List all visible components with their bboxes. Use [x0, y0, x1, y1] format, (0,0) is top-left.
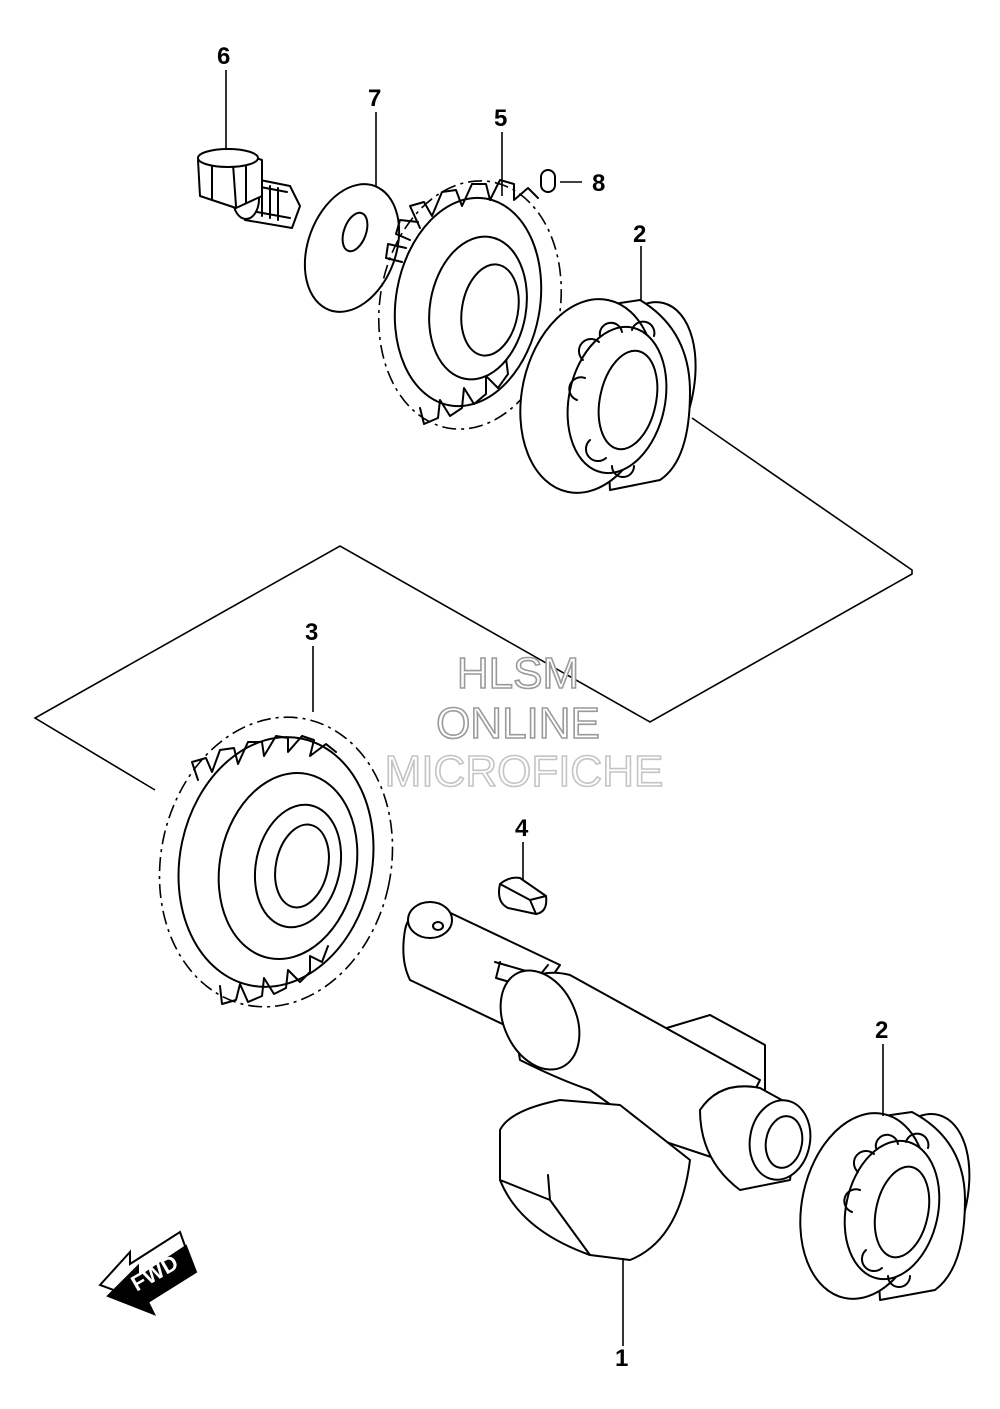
callout-6: 6 — [217, 43, 230, 70]
callout-7: 7 — [368, 85, 381, 112]
callout-3: 3 — [305, 619, 318, 646]
watermark-line-1: HLSM — [457, 649, 579, 698]
watermark: HLSM ONLINE MICROFICHE — [384, 648, 664, 797]
part-3-gear — [158, 716, 394, 1008]
leader-lines — [225, 70, 884, 1346]
part-1-balancer-shaft — [402, 901, 812, 1261]
callout-1: 1 — [615, 1345, 628, 1372]
callout-4: 4 — [515, 815, 529, 842]
part-2-upper-bearing — [519, 298, 697, 494]
assembly-outline — [33, 417, 913, 791]
callout-2-upper: 2 — [633, 221, 646, 248]
fwd-arrow-icon: FWD — [98, 1230, 198, 1316]
part-4-key — [498, 876, 548, 915]
callout-5: 5 — [494, 105, 507, 132]
callout-2-lower: 2 — [875, 1017, 888, 1044]
part-2-lower-bearing — [799, 1111, 971, 1301]
part-6-bolt — [197, 148, 301, 229]
callout-8: 8 — [592, 170, 605, 197]
part-7-washer — [303, 183, 401, 313]
watermark-line-3: MICROFICHE — [385, 747, 664, 796]
watermark-line-2: ONLINE — [436, 699, 600, 748]
part-8-pin — [540, 169, 582, 193]
